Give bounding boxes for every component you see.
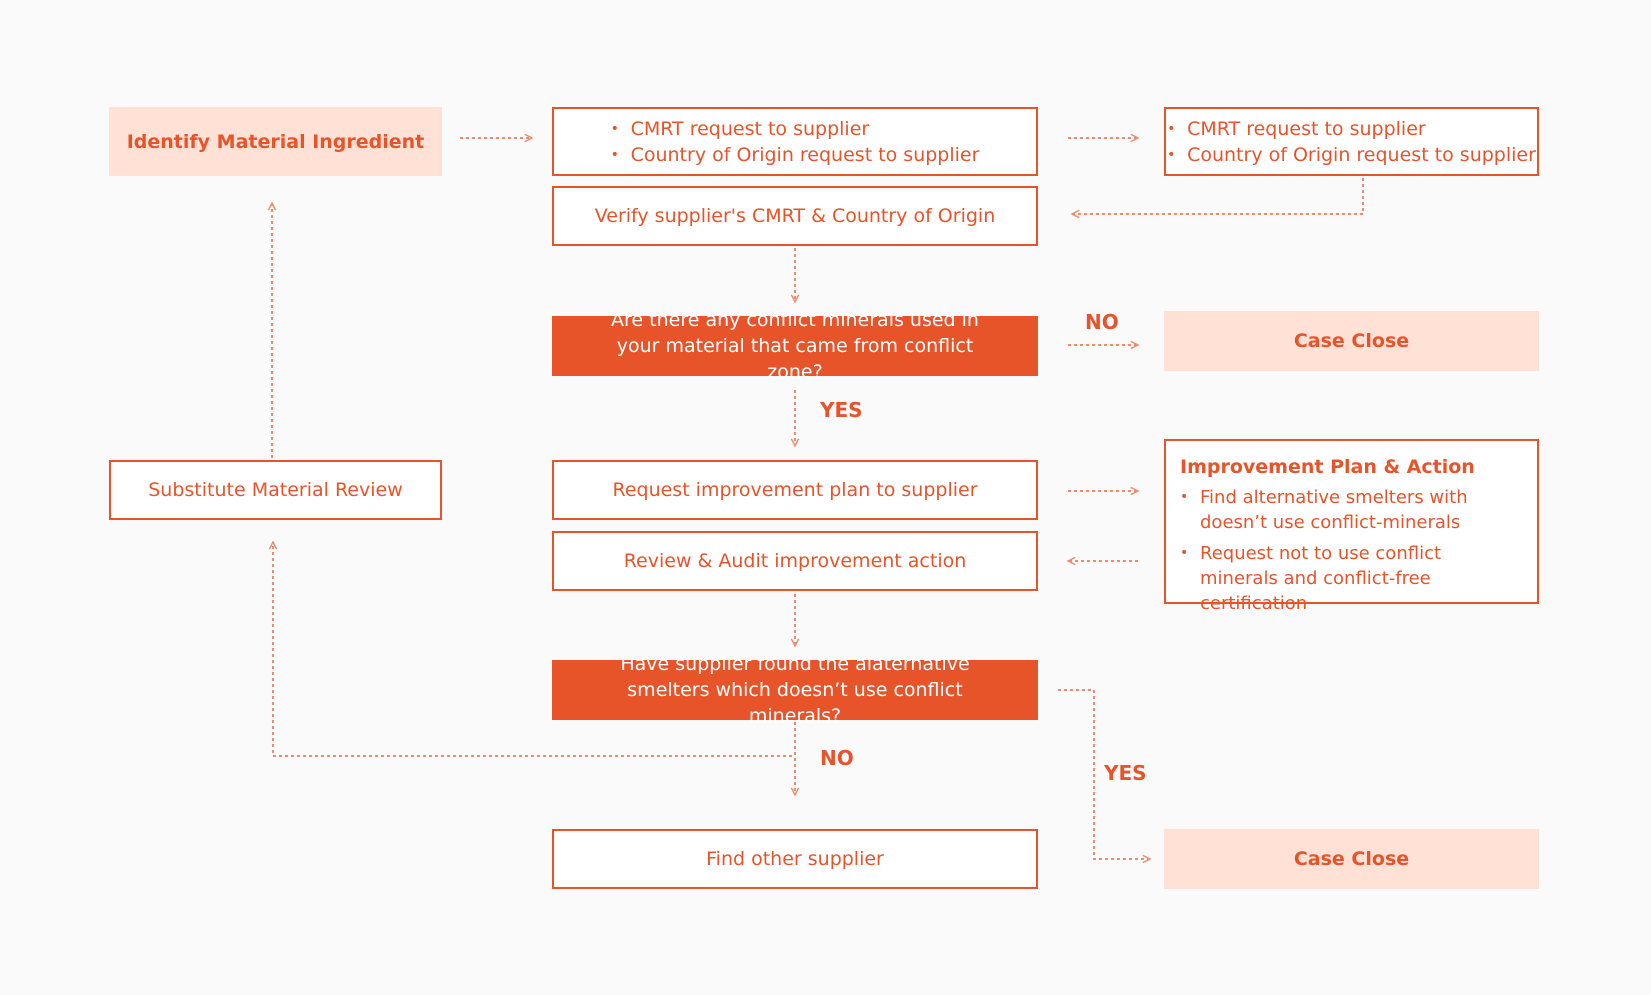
request-improvement-box: Request improvement plan to supplier (552, 460, 1038, 520)
improvement-plan-list: Find alternative smelters with doesn’t u… (1180, 485, 1523, 616)
substitute-material-label: Substitute Material Review (148, 479, 403, 501)
case-close-box-2: Case Close (1164, 829, 1539, 889)
yes-label-2: YES (1104, 761, 1147, 785)
list-item: Find alternative smelters with doesn’t u… (1180, 485, 1523, 535)
case-close-label-1: Case Close (1293, 330, 1410, 352)
alternative-smelter-question-label: Have supplier found the alaternative sme… (620, 653, 970, 727)
supplier-request-list: CMRT request to supplier Country of Orig… (1167, 116, 1536, 168)
review-audit-box: Review & Audit improvement action (552, 531, 1038, 591)
verify-label: Verify supplier's CMRT & Country of Orig… (594, 205, 996, 227)
cmrt-request-box: CMRT request to supplier Country of Orig… (552, 107, 1038, 176)
yes-label-1: YES (820, 398, 863, 422)
case-close-label-2: Case Close (1293, 848, 1410, 870)
identify-material-label: Identify Material Ingredient (126, 130, 425, 153)
list-item: CMRT request to supplier (611, 116, 980, 142)
conflict-zone-question-label: Are there any conflict minerals used in … (611, 309, 979, 383)
no-label-2: NO (820, 746, 854, 770)
review-audit-label: Review & Audit improvement action (623, 550, 967, 572)
alternative-smelter-question-box: Have supplier found the alaternative sme… (552, 653, 1038, 727)
improvement-plan-box: Improvement Plan & Action Find alternati… (1164, 439, 1539, 614)
arrow-supplier-to-verify (1072, 178, 1364, 214)
verify-box: Verify supplier's CMRT & Country of Orig… (552, 186, 1038, 246)
list-item: Country of Origin request to supplier (611, 142, 980, 168)
arrow-no-to-substitute (273, 542, 792, 757)
conflict-zone-question-box: Are there any conflict minerals used in … (552, 309, 1038, 383)
identify-material-box: Identify Material Ingredient (109, 107, 442, 176)
improvement-plan-title: Improvement Plan & Action (1180, 456, 1475, 478)
list-item: Country of Origin request to supplier (1167, 142, 1536, 168)
cmrt-request-list: CMRT request to supplier Country of Orig… (611, 116, 980, 168)
list-item: Request not to use conflict minerals and… (1180, 541, 1523, 616)
list-item: CMRT request to supplier (1167, 116, 1536, 142)
substitute-material-box: Substitute Material Review (109, 460, 442, 520)
find-other-supplier-label: Find other supplier (706, 848, 884, 870)
request-improvement-label: Request improvement plan to supplier (612, 479, 978, 501)
arrow-question2-yes (1058, 689, 1150, 859)
supplier-request-box: CMRT request to supplier Country of Orig… (1164, 107, 1539, 176)
find-other-supplier-box: Find other supplier (552, 829, 1038, 889)
case-close-box-1: Case Close (1164, 311, 1539, 371)
no-label-1: NO (1085, 310, 1119, 334)
